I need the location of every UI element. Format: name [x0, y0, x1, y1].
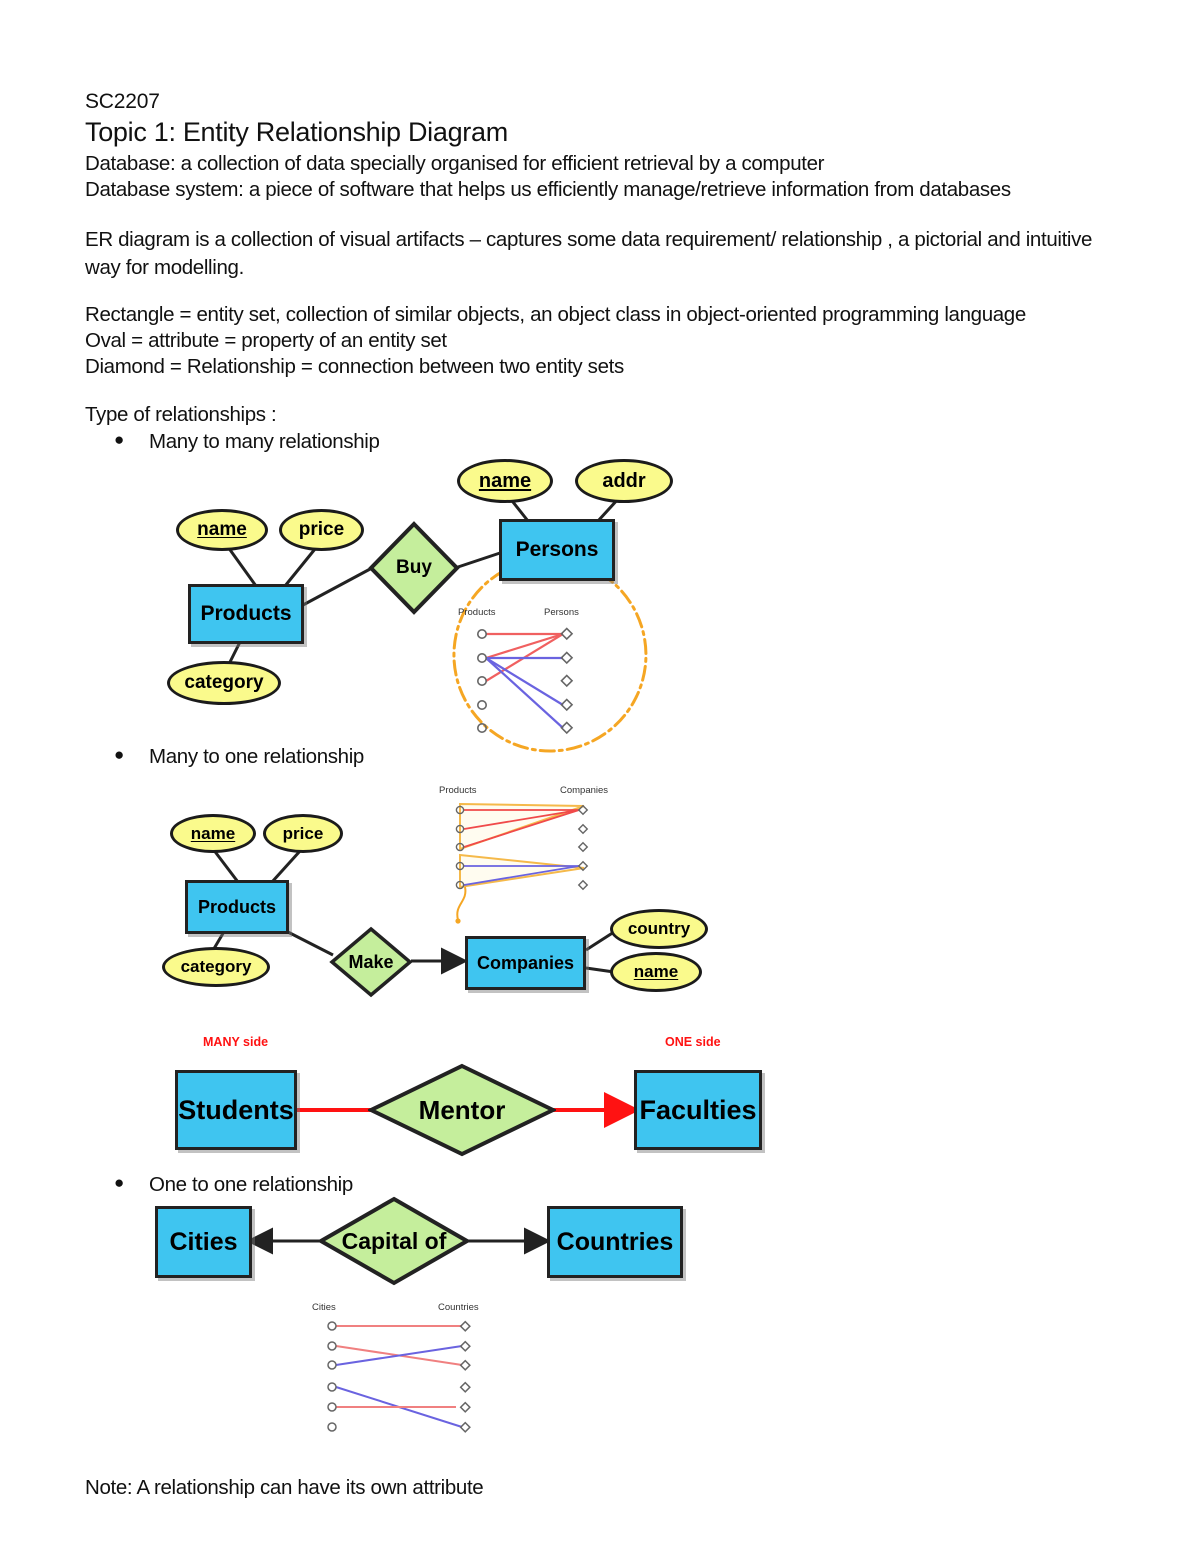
relationship-label: Make [348, 951, 394, 972]
inset-right-nodes [459, 1320, 471, 1433]
attribute-products-category-mn: category [167, 661, 281, 705]
bullet-dot-icon: ● [114, 1173, 124, 1192]
relationship-buy: Buy [368, 521, 460, 615]
inset-right-nodes [577, 804, 589, 891]
attribute-label: addr [602, 469, 646, 492]
attribute-products-category-m1: category [162, 947, 270, 987]
attribute-label: price [282, 823, 324, 843]
attribute-persons-addr-mn: addr [575, 459, 673, 503]
paragraph-er-diagram-2: way for modelling. [85, 256, 244, 279]
attribute-label: name [197, 519, 247, 540]
entity-label: Companies [476, 952, 575, 973]
entity-companies-m1: Companies [465, 936, 586, 990]
attribute-label: name [633, 962, 679, 981]
inset-links [485, 632, 564, 729]
attribute-label: country [627, 919, 691, 938]
attribute-companies-name-m1: name [610, 952, 702, 992]
inset-left-nodes [327, 1321, 337, 1432]
inset-svg [455, 802, 589, 924]
attribute-label: name [478, 469, 532, 492]
inset-left-caption: Products [439, 785, 477, 796]
inset-left-nodes [476, 629, 487, 734]
bullet-dot-icon: ● [114, 745, 124, 764]
attribute-label: price [298, 519, 345, 540]
course-code: SC2207 [85, 90, 160, 113]
page-title: Topic 1: Entity Relationship Diagram [85, 117, 508, 147]
entity-label: Students [178, 1094, 294, 1125]
inset-pointer-arrow [456, 886, 467, 921]
entity-cities: Cities [155, 1206, 252, 1278]
inset-svg [452, 557, 648, 753]
inset-svg [327, 1320, 471, 1433]
inset-left-nodes [455, 805, 465, 890]
entity-label: Persons [515, 538, 599, 561]
diamond-shape [329, 926, 413, 998]
many-side-label: MANY side [203, 1035, 269, 1049]
paragraph-diamond: Diamond = Relationship = connection betw… [85, 355, 624, 378]
inset-links [463, 809, 580, 886]
entity-persons-mn: Persons [499, 519, 615, 581]
entity-label: Cities [169, 1227, 238, 1256]
attribute-products-name-m1: name [170, 814, 256, 853]
attribute-companies-country-m1: country [610, 909, 708, 949]
relationship-label: Mentor [418, 1094, 506, 1125]
entity-faculties: Faculties [634, 1070, 762, 1150]
diamond-shape [368, 521, 460, 615]
bullet-dot-icon: ● [114, 430, 124, 449]
attribute-persons-name-mn: name [457, 459, 553, 503]
inset-pointer-dot [455, 918, 461, 924]
attribute-label: name [190, 823, 236, 843]
attribute-label: category [184, 672, 264, 693]
inset-right-nodes [560, 627, 574, 735]
attribute-products-price-mn: price [279, 509, 364, 551]
paragraph-rectangle: Rectangle = entity set, collection of si… [85, 303, 1026, 326]
bullet-label: Many to many relationship [149, 430, 380, 453]
inset-highlight-circle [452, 557, 648, 753]
inset-many-to-many: Products Persons [425, 555, 675, 755]
relationship-label: Buy [396, 557, 432, 578]
entity-label: Products [197, 896, 276, 917]
entity-products-m1: Products [185, 880, 289, 934]
entity-students: Students [175, 1070, 297, 1150]
relationship-mentor: Mentor [368, 1063, 556, 1157]
paragraph-database-system-def: Database system: a piece of software tha… [85, 178, 1011, 201]
inset-right-caption: Companies [560, 785, 609, 796]
one-side-label: ONE side [665, 1035, 721, 1049]
inset-right-caption: Countries [438, 1302, 479, 1313]
paragraph-oval: Oval = attribute = property of an entity… [85, 329, 447, 352]
paragraph-database-def: Database: a collection of data specially… [85, 152, 825, 175]
paragraph-type-of-relationships: Type of relationships : [85, 403, 277, 426]
inset-left-caption: Products [458, 607, 496, 618]
inset-one-to-one: Cities Countries [290, 1292, 510, 1442]
inset-links [335, 1325, 463, 1428]
entity-label: Products [200, 602, 292, 625]
bullet-label: One to one relationship [149, 1173, 353, 1196]
paragraph-er-diagram-1: ER diagram is a collection of visual art… [85, 228, 1093, 251]
bullet-label: Many to one relationship [149, 745, 364, 768]
attribute-products-name-mn: name [176, 509, 268, 551]
footer-note: Note: A relationship can have its own at… [85, 1476, 484, 1499]
inset-many-to-one: Products Companies [432, 780, 622, 930]
attribute-label: category [180, 957, 252, 976]
attribute-products-price-m1: price [263, 814, 343, 853]
entity-label: Faculties [639, 1094, 757, 1125]
diamond-shape [368, 1063, 556, 1157]
relationship-capital-of: Capital of [318, 1196, 470, 1286]
entity-countries: Countries [547, 1206, 683, 1278]
entity-label: Countries [556, 1227, 674, 1256]
relationship-make: Make [329, 926, 413, 998]
diamond-shape [318, 1196, 470, 1286]
inset-left-caption: Cities [312, 1302, 336, 1313]
inset-right-caption: Persons [544, 607, 579, 618]
relationship-label: Capital of [341, 1227, 447, 1254]
entity-products-mn: Products [188, 584, 304, 644]
